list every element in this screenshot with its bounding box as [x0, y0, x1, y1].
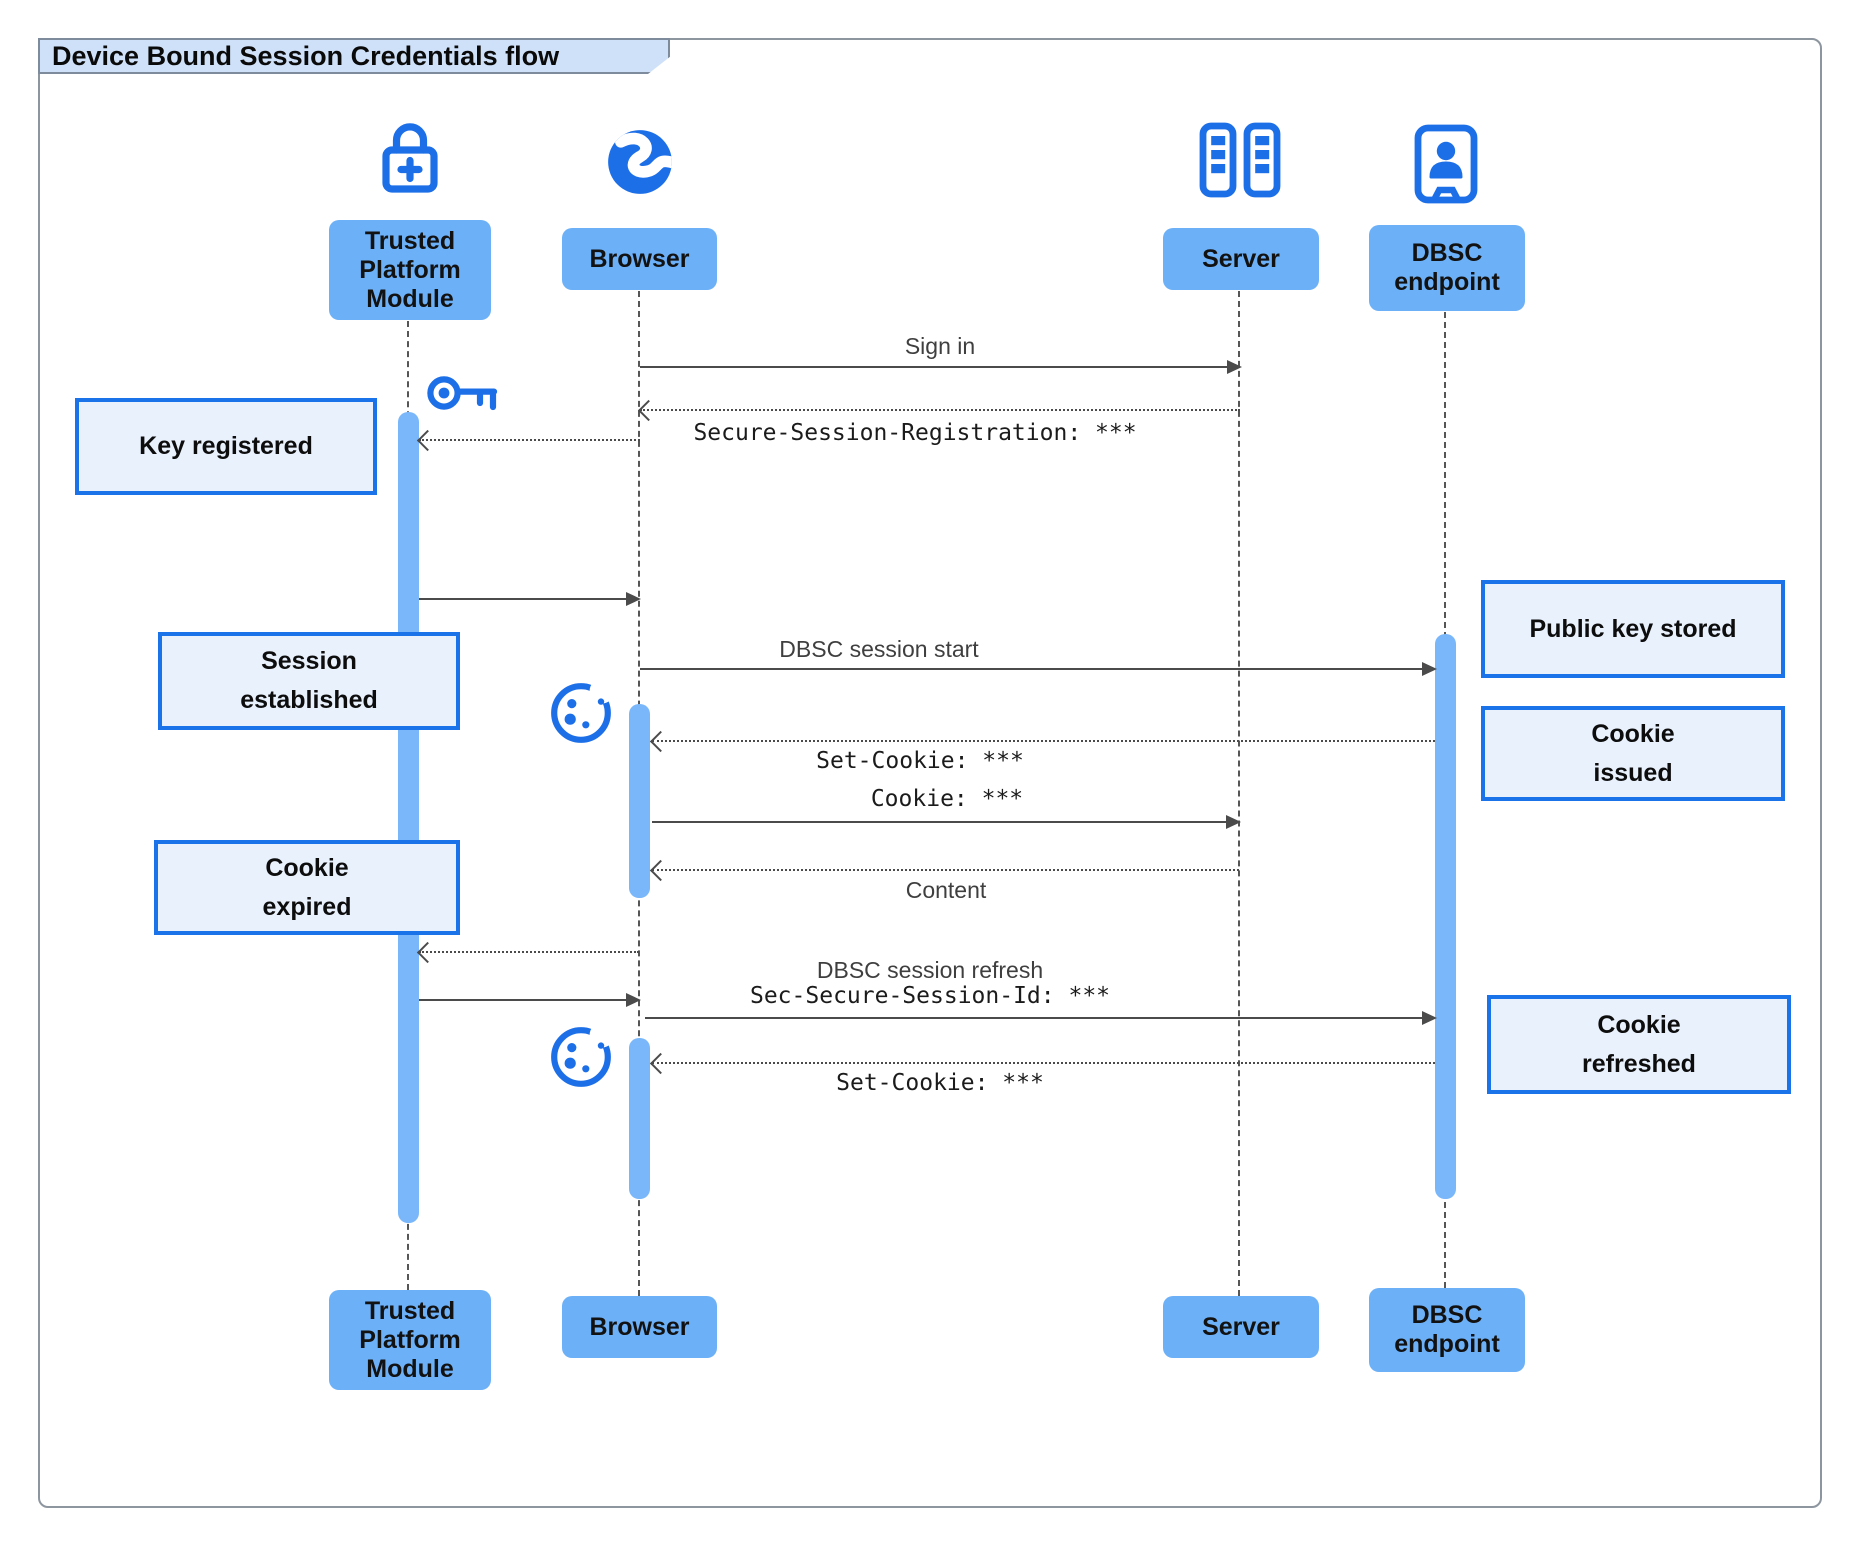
lock-plus-icon [382, 123, 438, 193]
cookie-icon [551, 680, 615, 743]
arrow-dbsc-session-refresh [645, 1011, 1437, 1025]
cookie-icon [551, 1024, 615, 1087]
arrow-secure-session-registration [640, 409, 1240, 411]
actor-browser-top: Browser [562, 228, 717, 290]
arrow-key-to-browser-2 [419, 993, 641, 1007]
server-racks-icon [1199, 122, 1281, 198]
note-key-registered: Key registered [75, 398, 377, 495]
arrow-refresh-key-tpm [419, 951, 639, 953]
arrow-register-key-tpm [419, 439, 640, 441]
label-dbsc-session-refresh: DBSC session refresh [816, 957, 1044, 983]
activation-dbsc [1435, 634, 1456, 1199]
actor-dbsc-top: DBSC endpoint [1369, 225, 1525, 311]
activation-tpm [398, 412, 419, 1223]
arrow-set-cookie-2 [652, 1062, 1435, 1064]
label-sec-secure-session-id: Sec-Secure-Session-Id: *** [749, 983, 1111, 1009]
diagram-title-tab: Device Bound Session Credentials flow [38, 38, 670, 74]
arrow-sign-in [640, 360, 1242, 374]
actor-tpm-top: Trusted Platform Module [329, 220, 491, 320]
actor-server-top: Server [1163, 228, 1319, 290]
note-cookie-issued: Cookie issued [1481, 706, 1785, 801]
arrow-key-to-browser [419, 592, 641, 606]
note-cookie-refreshed: Cookie refreshed [1487, 995, 1791, 1094]
arrow-set-cookie-1 [652, 740, 1435, 742]
arrow-cookie [652, 815, 1241, 829]
person-badge-icon [1414, 124, 1478, 204]
arrow-content [652, 869, 1239, 871]
note-cookie-expired: Cookie expired [154, 840, 460, 935]
activation-browser-2 [629, 1038, 650, 1199]
note-session-established: Session established [158, 632, 460, 730]
label-dbsc-session-start: DBSC session start [779, 636, 979, 662]
actor-server-bottom: Server [1163, 1296, 1319, 1358]
label-set-cookie-2: Set-Cookie: *** [836, 1070, 1044, 1096]
actor-dbsc-bottom: DBSC endpoint [1369, 1288, 1525, 1372]
key-icon [427, 376, 498, 411]
activation-browser-1 [629, 704, 650, 898]
note-public-key-stored: Public key stored [1481, 580, 1785, 678]
label-sign-in: Sign in [904, 333, 976, 359]
globe-icon [608, 130, 672, 194]
actor-tpm-bottom: Trusted Platform Module [329, 1290, 491, 1390]
label-content: Content [905, 877, 987, 903]
actor-browser-bottom: Browser [562, 1296, 717, 1358]
diagram-title: Device Bound Session Credentials flow [52, 40, 560, 71]
arrow-dbsc-session-start [640, 662, 1437, 676]
label-cookie: Cookie: *** [870, 786, 1024, 812]
label-secure-session-registration: Secure-Session-Registration: *** [693, 420, 1137, 446]
label-set-cookie-1: Set-Cookie: *** [816, 748, 1024, 774]
lifeline-server [1238, 291, 1240, 1296]
